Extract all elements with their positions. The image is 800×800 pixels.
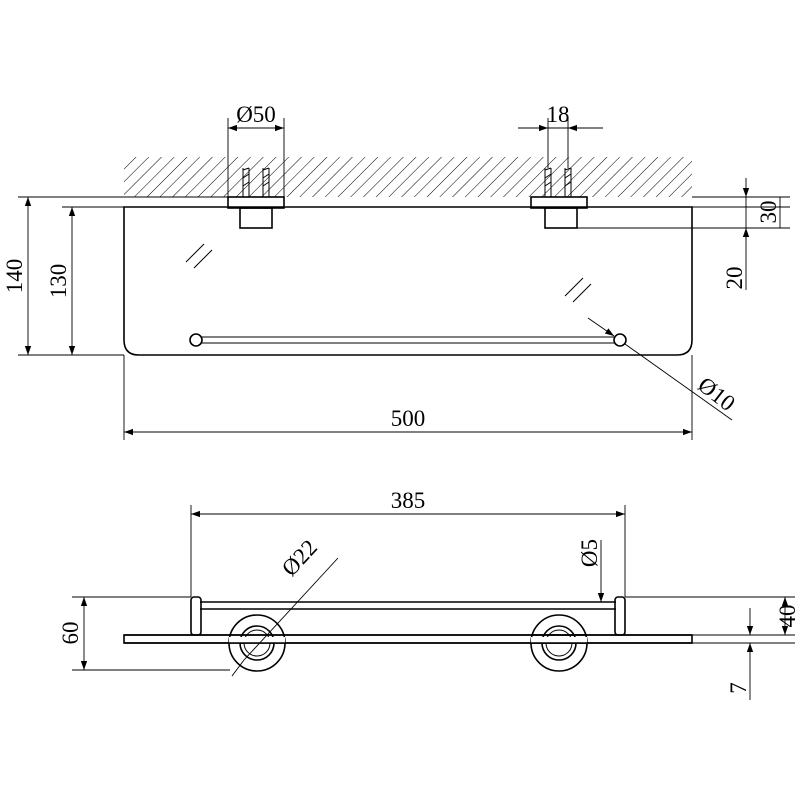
left-bracket [124, 614, 692, 672]
glass-shelf [123, 206, 693, 356]
dim-glass-thickness: 7 [726, 608, 754, 700]
right-bracket [530, 614, 588, 672]
rail-height-label: 40 [775, 605, 800, 628]
mount-diameter-label: Ø50 [236, 102, 276, 127]
right-wall-mount [530, 167, 588, 229]
towel-rail [189, 333, 627, 347]
rail-span-label: 385 [391, 488, 426, 513]
glass-thickness-label: 7 [726, 682, 751, 694]
dim-screw-spacing: 18 [518, 102, 603, 168]
dim-glass-height: 130 [46, 206, 124, 355]
rod-diameter-label: Ø22 [277, 535, 322, 581]
front-view: 385 Ø22 Ø5 60 40 [58, 488, 800, 700]
rail-wire-diameter-label: Ø5 [577, 539, 602, 567]
total-depth-label: 60 [58, 622, 83, 645]
dim-mount-offset: 30 [577, 178, 790, 240]
screw-spacing-label: 18 [547, 102, 570, 127]
dim-rod-diameter: Ø22 [231, 535, 339, 677]
glass-height-label: 130 [46, 264, 71, 299]
dim-total-height: 140 [2, 196, 228, 356]
rail-bar [190, 596, 626, 636]
dim-rail-diameter: Ø10 [587, 317, 740, 421]
width-label: 500 [391, 406, 426, 431]
glass-plate [123, 634, 693, 644]
mount-offset-label: 30 [756, 201, 781, 224]
top-view: Ø50 18 140 130 500 [2, 102, 790, 440]
rail-diameter-label: Ø10 [693, 372, 740, 416]
total-height-label: 140 [2, 259, 27, 294]
glass-mark-left [185, 243, 213, 269]
wall-hatch [124, 157, 692, 197]
dim-width: 500 [123, 355, 693, 440]
glass-mark-right [564, 277, 592, 303]
dim-rail-wire-diameter: Ø5 [577, 539, 605, 602]
mount-depth-label: 20 [722, 267, 747, 290]
dim-mount-diameter: Ø50 [227, 102, 285, 197]
dim-rail-span: 385 [190, 488, 626, 597]
left-wall-mount [227, 167, 285, 229]
dim-total-depth: 60 [58, 596, 230, 671]
dim-mount-depth: 20 [722, 228, 750, 290]
dim-rail-height: 40 [625, 596, 800, 644]
